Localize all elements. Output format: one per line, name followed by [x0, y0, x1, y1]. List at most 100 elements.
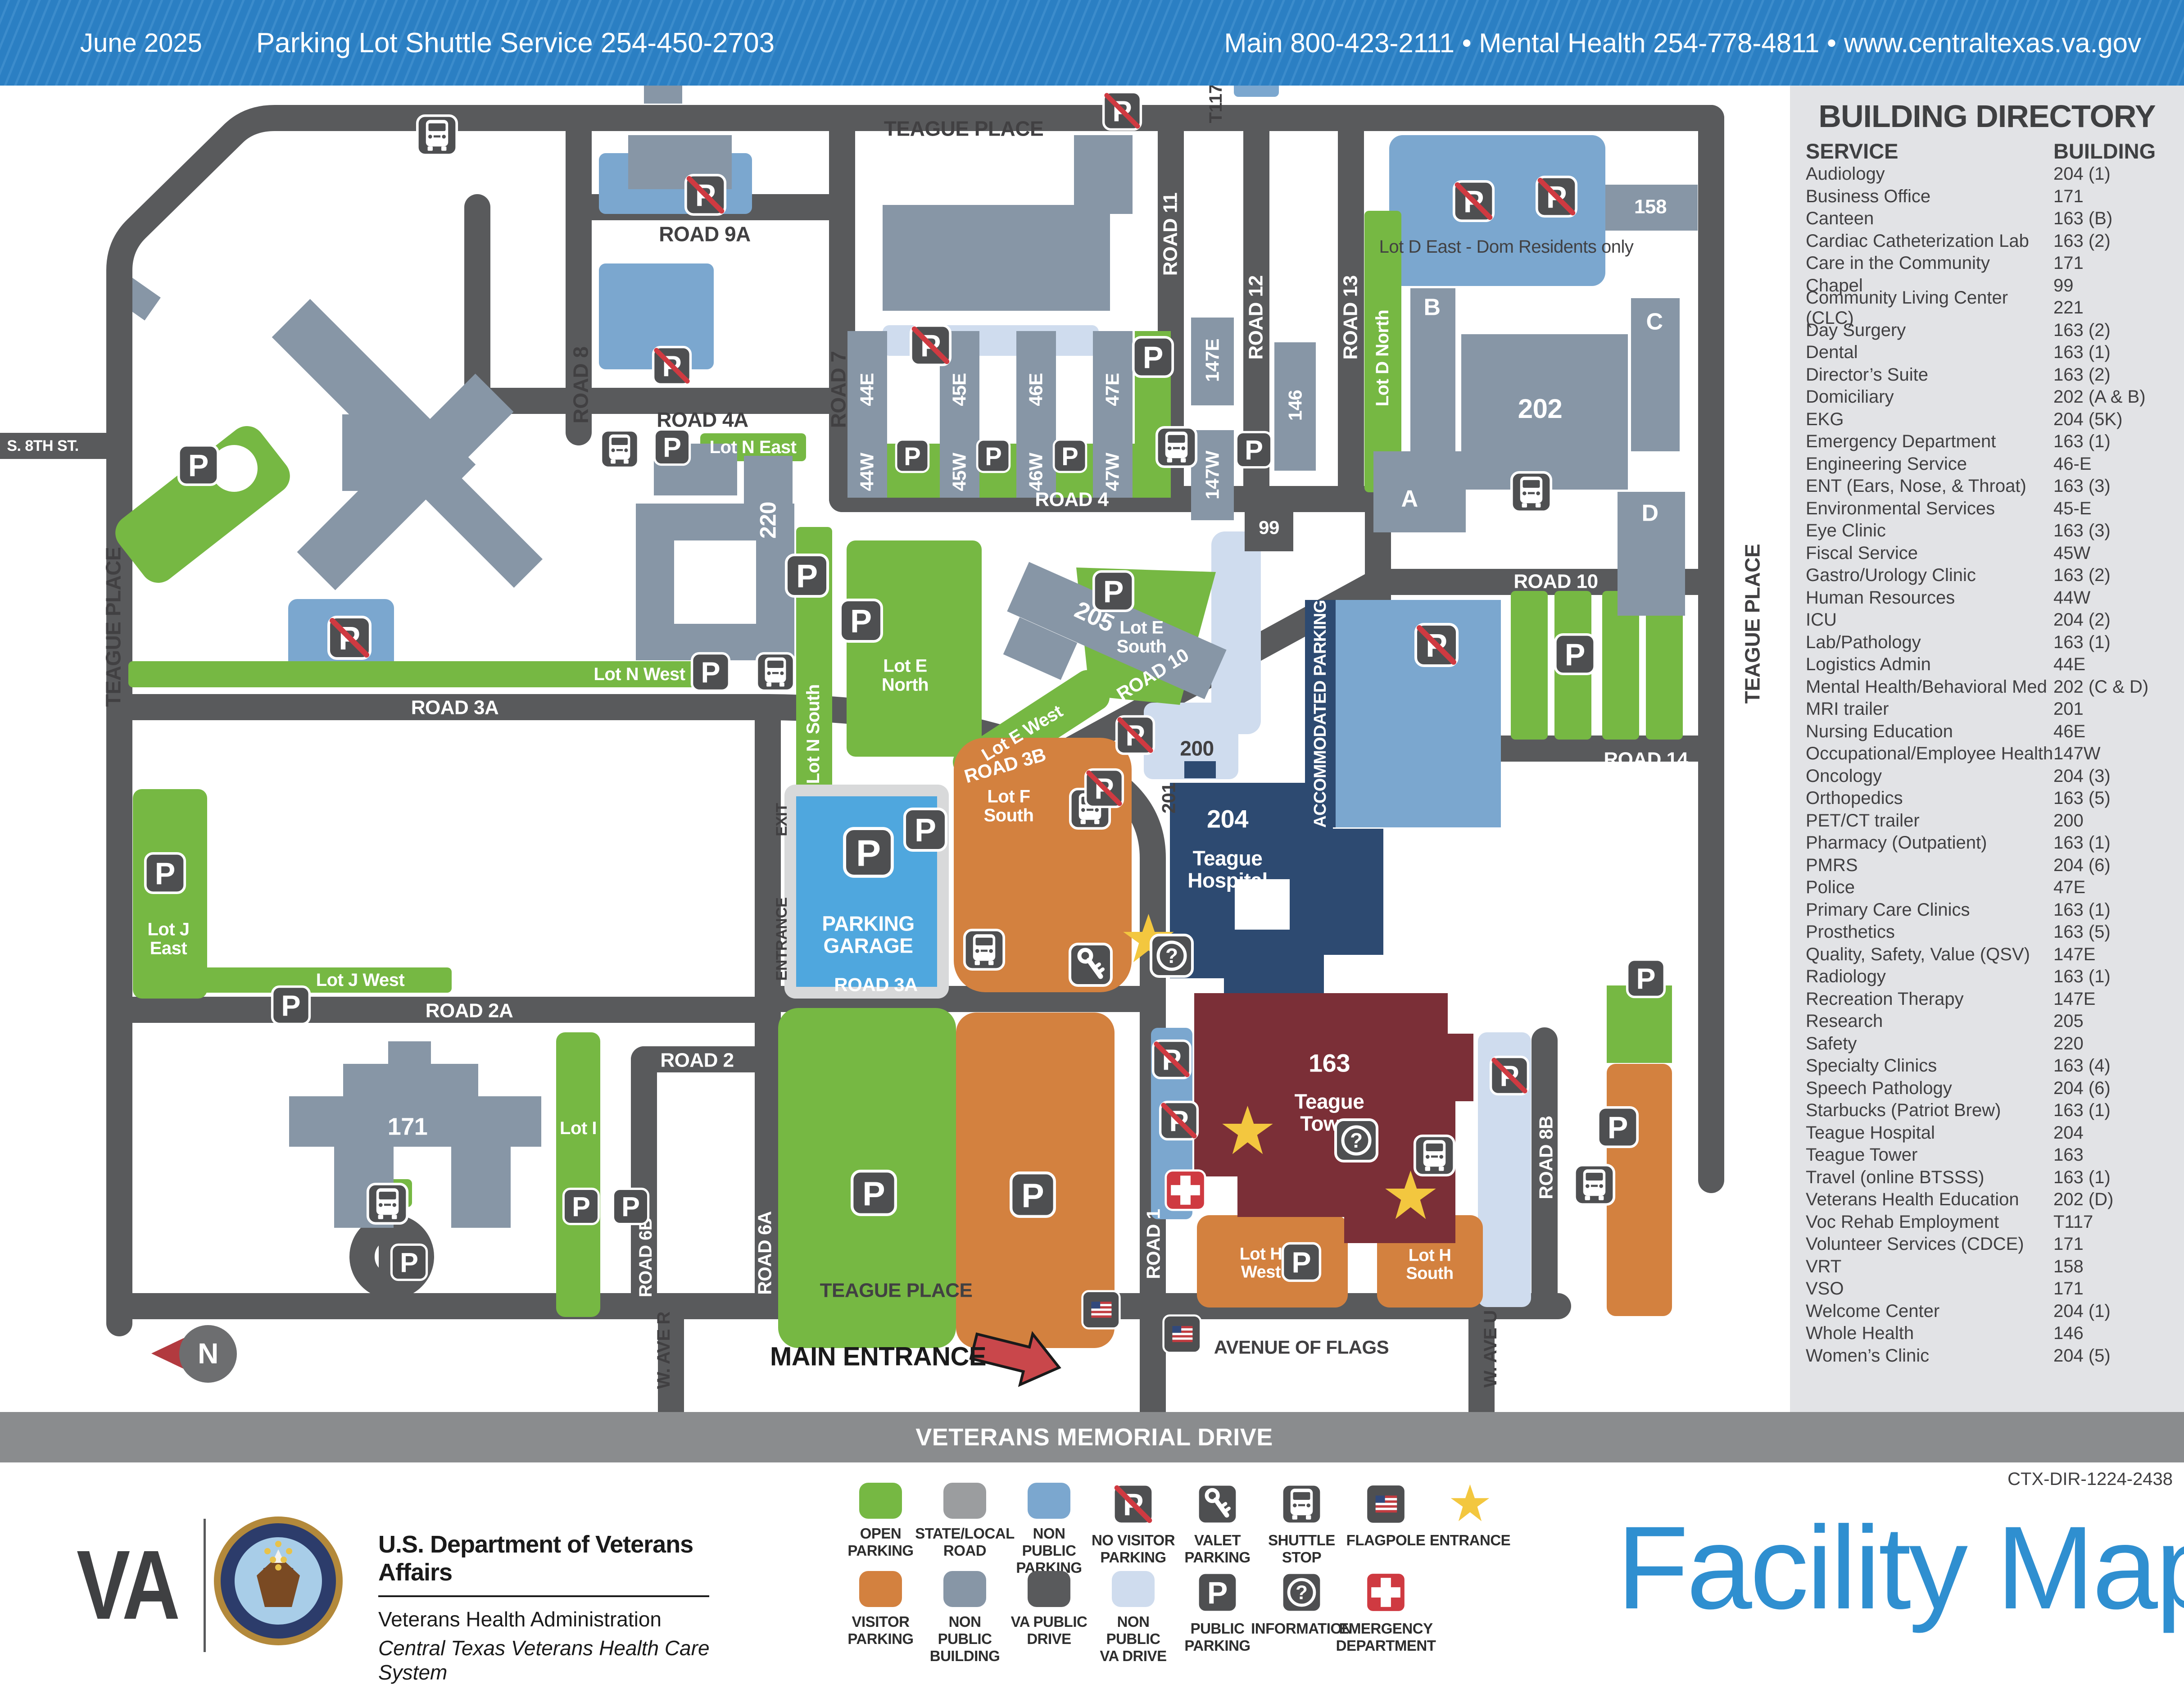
nop-icon: P: [1151, 1039, 1192, 1080]
svg-text:P: P: [1636, 962, 1655, 995]
directory-building: 45-E: [2053, 498, 2092, 518]
svg-text:P: P: [621, 1191, 640, 1222]
directory-service: Domiciliary: [1806, 387, 1894, 407]
map-label-bldg-47w: 47W: [1101, 453, 1123, 491]
directory-row: Welcome Center 204 (1): [1806, 1300, 2170, 1323]
directory-row: Teague Hospital 204: [1806, 1122, 2170, 1144]
legend-label: NO VISITOR PARKING: [1091, 1532, 1175, 1566]
directory-building: 171: [2053, 1279, 2084, 1299]
va-administration: Veterans Health Administration: [378, 1607, 662, 1631]
directory-building: 163 (5): [2053, 788, 2111, 808]
directory-service: Research: [1806, 1011, 1883, 1031]
bus-icon: [963, 928, 1006, 971]
directory-row: Veterans Health Education 202 (D): [1806, 1189, 2170, 1211]
p-icon: P: [1626, 958, 1666, 999]
svg-text:P: P: [701, 656, 720, 689]
legend-label: VA PUBLIC DRIVE: [1010, 1613, 1087, 1647]
svg-text:?: ?: [1165, 944, 1178, 967]
nop-icon: P: [684, 173, 727, 216]
bus-icon: [366, 1182, 409, 1225]
directory-col-building: BUILDING: [2053, 139, 2156, 163]
va-logo: VA: [77, 1530, 180, 1640]
directory-row: Prosthetics 163 (5): [1806, 921, 2170, 944]
directory-building: 46E: [2053, 721, 2086, 741]
map-label-teague-place-top: TEAGUE PLACE: [884, 117, 1044, 141]
map-label-bldg-146: 146: [1284, 390, 1306, 421]
legend-swatch: [1112, 1571, 1155, 1607]
svg-text:P: P: [188, 449, 208, 483]
legend-item: EMERGENCY DEPARTMENT: [1336, 1571, 1436, 1665]
directory-service: Primary Care Clinics: [1806, 899, 1970, 920]
directory-service: PMRS: [1806, 855, 1858, 875]
map-label-compass-n: N: [198, 1337, 218, 1370]
key-icon: [1196, 1483, 1239, 1526]
directory-service: Occupational/Employee Health: [1806, 744, 2053, 764]
map-label-wing-c: C: [1646, 309, 1663, 335]
svg-text:P: P: [572, 1191, 590, 1222]
directory-service: Travel (online BTSSS): [1806, 1167, 1985, 1187]
map-label-bldg-158: 158: [1634, 195, 1667, 218]
directory-service: VRT: [1806, 1256, 1842, 1276]
directory-building: 204 (2): [2053, 610, 2111, 630]
directory-building: 171: [2053, 1234, 2084, 1254]
directory-service: Welcome Center: [1806, 1301, 1940, 1321]
directory-service: Environmental Services: [1806, 498, 1995, 518]
directory-service: Nursing Education: [1806, 721, 1953, 741]
p-icon: P: [144, 852, 186, 894]
directory-row: Gastro/Urology Clinic 163 (2): [1806, 564, 2170, 587]
svg-text:P: P: [663, 432, 681, 463]
star-icon: [1449, 1483, 1491, 1526]
directory-service: Day Surgery: [1806, 320, 1906, 340]
nop-icon: P: [909, 324, 952, 367]
p-icon: P: [976, 438, 1011, 473]
directory-service: Eye Clinic: [1806, 521, 1886, 541]
directory-service: Quality, Safety, Value (QSV): [1806, 944, 2030, 964]
map-label-w-ave-r: W. AVE R: [653, 1312, 674, 1389]
directory-row: ICU 204 (2): [1806, 609, 2170, 631]
info-icon: ?: [1334, 1118, 1379, 1163]
directory-row: Human Resources 44W: [1806, 587, 2170, 609]
map-label-bldg-46e: 46E: [1025, 373, 1047, 406]
map-label-road-13: ROAD 13: [1339, 275, 1362, 360]
map-label-avenue-of-flags: AVENUE OF FLAGS: [1214, 1336, 1389, 1358]
directory-service: Logistics Admin: [1806, 654, 1931, 675]
directory-building: 163 (3): [2053, 476, 2111, 496]
flag-icon: [1162, 1314, 1202, 1354]
map-label-garage-exit: EXIT: [773, 803, 790, 836]
directory-service: Orthopedics: [1806, 788, 1903, 808]
directory-building: 45W: [2053, 543, 2091, 563]
cross-icon: [1164, 1169, 1207, 1212]
legend-item: ENTRANCE: [1428, 1483, 1512, 1576]
directory-title: BUILDING DIRECTORY: [1818, 99, 2156, 134]
svg-text:P: P: [1564, 638, 1585, 672]
map-label-wing-b: B: [1423, 294, 1441, 321]
legend-label: NON PUBLIC VA DRIVE: [1100, 1613, 1167, 1664]
directory-building: 163 (1): [2053, 967, 2111, 987]
directory-service: Pharmacy (Outpatient): [1806, 833, 1987, 853]
directory-row: Cardiac Catheterization Lab 163 (2): [1806, 230, 2170, 253]
map-label-wing-d: D: [1641, 500, 1658, 527]
map-label-lot-e-north: Lot E North: [881, 656, 929, 695]
p-icon: P: [612, 1187, 650, 1226]
p-icon: P: [390, 1243, 428, 1281]
directory-row: Lab/Pathology 163 (1): [1806, 631, 2170, 654]
map-label-lot-d-north: Lot D North: [1372, 309, 1392, 407]
map-label-road-7: ROAD 7: [826, 351, 850, 428]
map-label-lot-h-south: Lot H South: [1406, 1246, 1454, 1283]
p-icon: P: [1132, 336, 1174, 378]
map-label-main-entrance: MAIN ENTRANCE: [770, 1342, 987, 1371]
directory-building: 201: [2053, 699, 2084, 719]
legend-label: NON PUBLIC BUILDING: [929, 1613, 1000, 1664]
map-label-bldg-220: 220: [755, 502, 781, 539]
svg-text:P: P: [862, 1175, 885, 1212]
p-icon: P: [177, 444, 220, 486]
legend-label: OPEN PARKING: [847, 1525, 914, 1559]
directory-building: 163 (1): [2053, 342, 2111, 363]
svg-text:P: P: [904, 442, 920, 470]
bus-icon: [1413, 1134, 1456, 1177]
directory-building: 147E: [2053, 989, 2096, 1009]
nop-icon: P: [1084, 768, 1124, 808]
p-icon: P: [1052, 438, 1087, 473]
logo-divider: [204, 1519, 206, 1652]
directory-service: Engineering Service: [1806, 454, 1967, 474]
